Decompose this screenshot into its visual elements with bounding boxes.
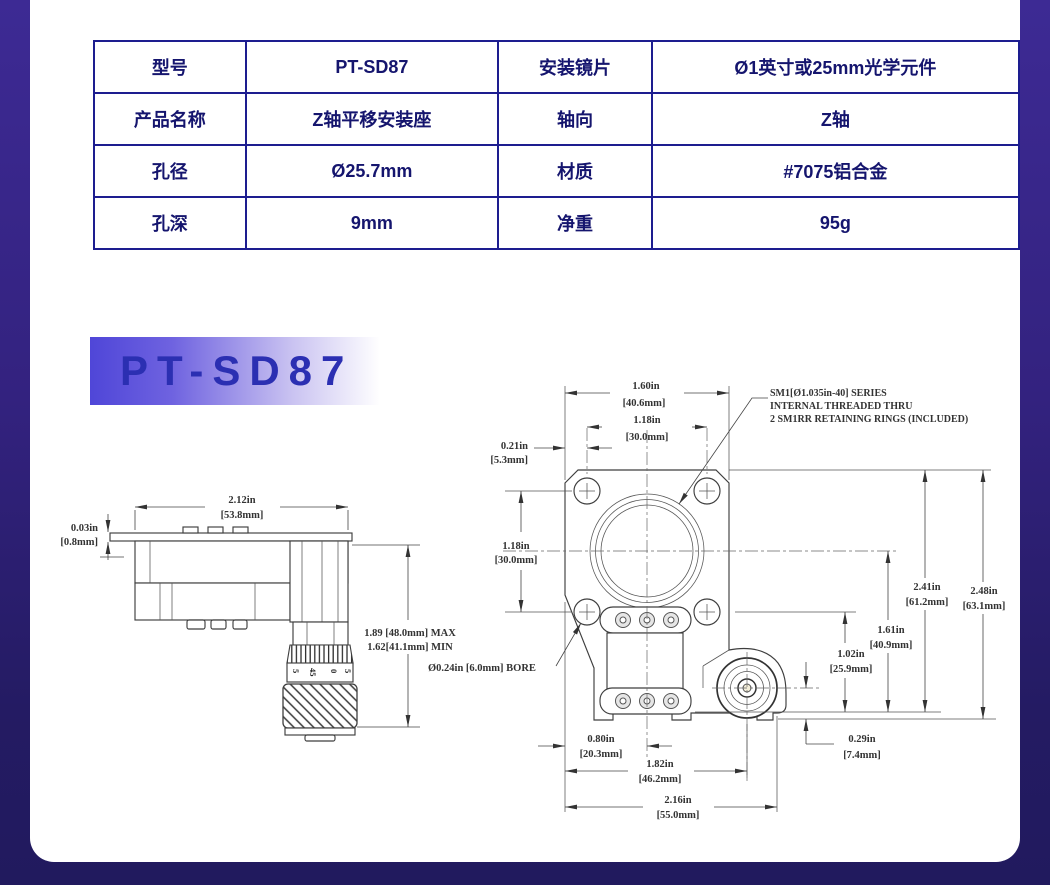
spec-label: 材质 [497,144,653,198]
dim-021-mm: [5.3mm] [490,455,528,466]
dim-160: 1.60in [632,381,659,392]
spec-value: #7075铝合金 [650,144,1021,198]
dim-080-mm: [20.3mm] [580,749,623,760]
callout-sm1-line3: 2 SM1RR RETAINING RINGS (INCLUDED) [770,414,968,425]
spec-label: 产品名称 [93,92,247,146]
thimble-mark: 0 [329,669,339,673]
dim-241: 2.41in [913,582,940,593]
model-banner-text: PT-SD87 [120,347,354,394]
dim-118-left-mm: [30.0mm] [495,555,538,566]
spec-label: 型号 [93,40,247,94]
spec-value: Z轴平移安装座 [244,92,500,146]
spec-value: Ø25.7mm [244,144,500,198]
spec-row: 型号 PT-SD87 安装镜片 Ø1英寸或25mm光学元件 [93,40,1021,94]
dim-118-left: 1.18in [502,541,529,552]
dim-160-mm: [40.6mm] [623,398,666,409]
dim-080: 0.80in [587,734,614,745]
spec-label: 孔深 [93,196,247,250]
dim-side-width-mm: [53.8mm] [221,510,264,521]
dim-182: 1.82in [646,759,673,770]
spec-label: 孔径 [93,144,247,198]
dim-029: 0.29in [848,734,875,745]
dim-161-mm: [40.9mm] [870,640,913,651]
dim-102-mm: [25.9mm] [830,664,873,675]
dim-182-mm: [46.2mm] [639,774,682,785]
mount-holes [573,477,721,626]
spec-value: 9mm [244,196,500,250]
spec-label: 净重 [497,196,653,250]
spec-table: 型号 PT-SD87 安装镜片 Ø1英寸或25mm光学元件 产品名称 Z轴平移安… [93,40,1021,250]
dim-102: 1.02in [837,649,864,660]
spec-row: 产品名称 Z轴平移安装座 轴向 Z轴 [93,92,1021,146]
side-view: 5 45 0 5 2.12in [53.8mm] 0.03in [0.8mm] … [60,495,456,742]
dim-248: 2.48in [970,586,997,597]
dim-plate-thk: 0.03in [71,523,98,534]
dim-travel-min: 1.62[41.1mm] MIN [367,642,453,653]
spec-label: 安装镜片 [497,40,653,94]
callout-bore: Ø0.24in [6.0mm] BORE [428,663,536,674]
spec-label: 轴向 [497,92,653,146]
dim-118-top-mm: [30.0mm] [626,432,669,443]
spec-row: 孔径 Ø25.7mm 材质 #7075铝合金 [93,144,1021,198]
dim-029-mm: [7.4mm] [843,750,881,761]
dim-travel-max: 1.89 [48.0mm] MAX [364,628,456,639]
spec-value: PT-SD87 [244,40,500,94]
dim-side-width: 2.12in [228,495,255,506]
content-panel: 型号 PT-SD87 安装镜片 Ø1英寸或25mm光学元件 产品名称 Z轴平移安… [30,0,1021,862]
dim-plate-thk-mm: [0.8mm] [60,537,98,548]
micrometer: 5 45 0 5 [282,621,358,742]
dim-241-mm: [61.2mm] [906,597,949,608]
spec-value: Z轴 [650,92,1021,146]
dim-021: 0.21in [501,441,528,452]
spec-row: 孔深 9mm 净重 95g [93,196,1021,250]
dim-216-mm: [55.0mm] [657,810,700,821]
callout-sm1-line1: SM1[Ø1.035in-40] SERIES [770,388,887,399]
spec-value: 95g [650,196,1021,250]
dim-161: 1.61in [877,625,904,636]
model-banner: PT-SD87 [90,337,386,405]
dim-216: 2.16in [664,795,691,806]
thimble-mark: 5 [343,669,353,673]
callout-sm1-line2: INTERNAL THREADED THRU [770,401,912,412]
front-view: 1.60in [40.6mm] 1.18in [30.0mm] 0.21in [… [428,381,1005,821]
dim-118-top: 1.18in [633,415,660,426]
thimble-mark: 45 [308,668,318,677]
dim-248-mm: [63.1mm] [963,601,1006,612]
spec-value: Ø1英寸或25mm光学元件 [650,40,1021,94]
thimble-mark: 5 [291,669,301,673]
